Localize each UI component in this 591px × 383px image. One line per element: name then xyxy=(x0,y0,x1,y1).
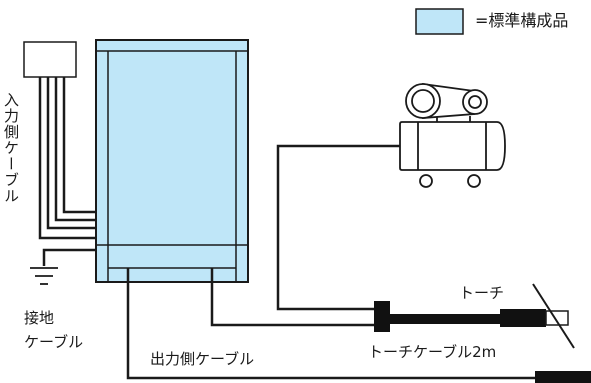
torch-cable xyxy=(390,314,500,324)
input-cable-lines xyxy=(38,77,96,240)
torch-label: トーチ xyxy=(459,284,505,302)
power-source-unit xyxy=(95,39,249,283)
air-hose xyxy=(276,144,400,311)
air-compressor xyxy=(399,82,506,188)
output-cable-label: 出力側ケーブル xyxy=(150,350,255,368)
legend-text: =標準構成品 xyxy=(475,11,569,30)
output-cable xyxy=(126,268,535,380)
torch-cable-connector xyxy=(374,301,390,332)
torch xyxy=(500,283,575,349)
torch-cable-label: トーチケーブル2m xyxy=(368,343,497,361)
ground-cable-label-line2: ケーブル xyxy=(24,333,84,351)
power-to-torch-cable xyxy=(210,268,374,327)
ground-cable-label-line1: 接地 xyxy=(24,309,55,327)
input-cable-label: 入力側ケーブル xyxy=(2,92,20,204)
ground-symbol xyxy=(30,267,58,285)
legend-swatch xyxy=(415,8,464,35)
output-cable-end xyxy=(535,371,591,383)
ground-cable xyxy=(42,248,96,266)
power-box xyxy=(23,41,77,78)
